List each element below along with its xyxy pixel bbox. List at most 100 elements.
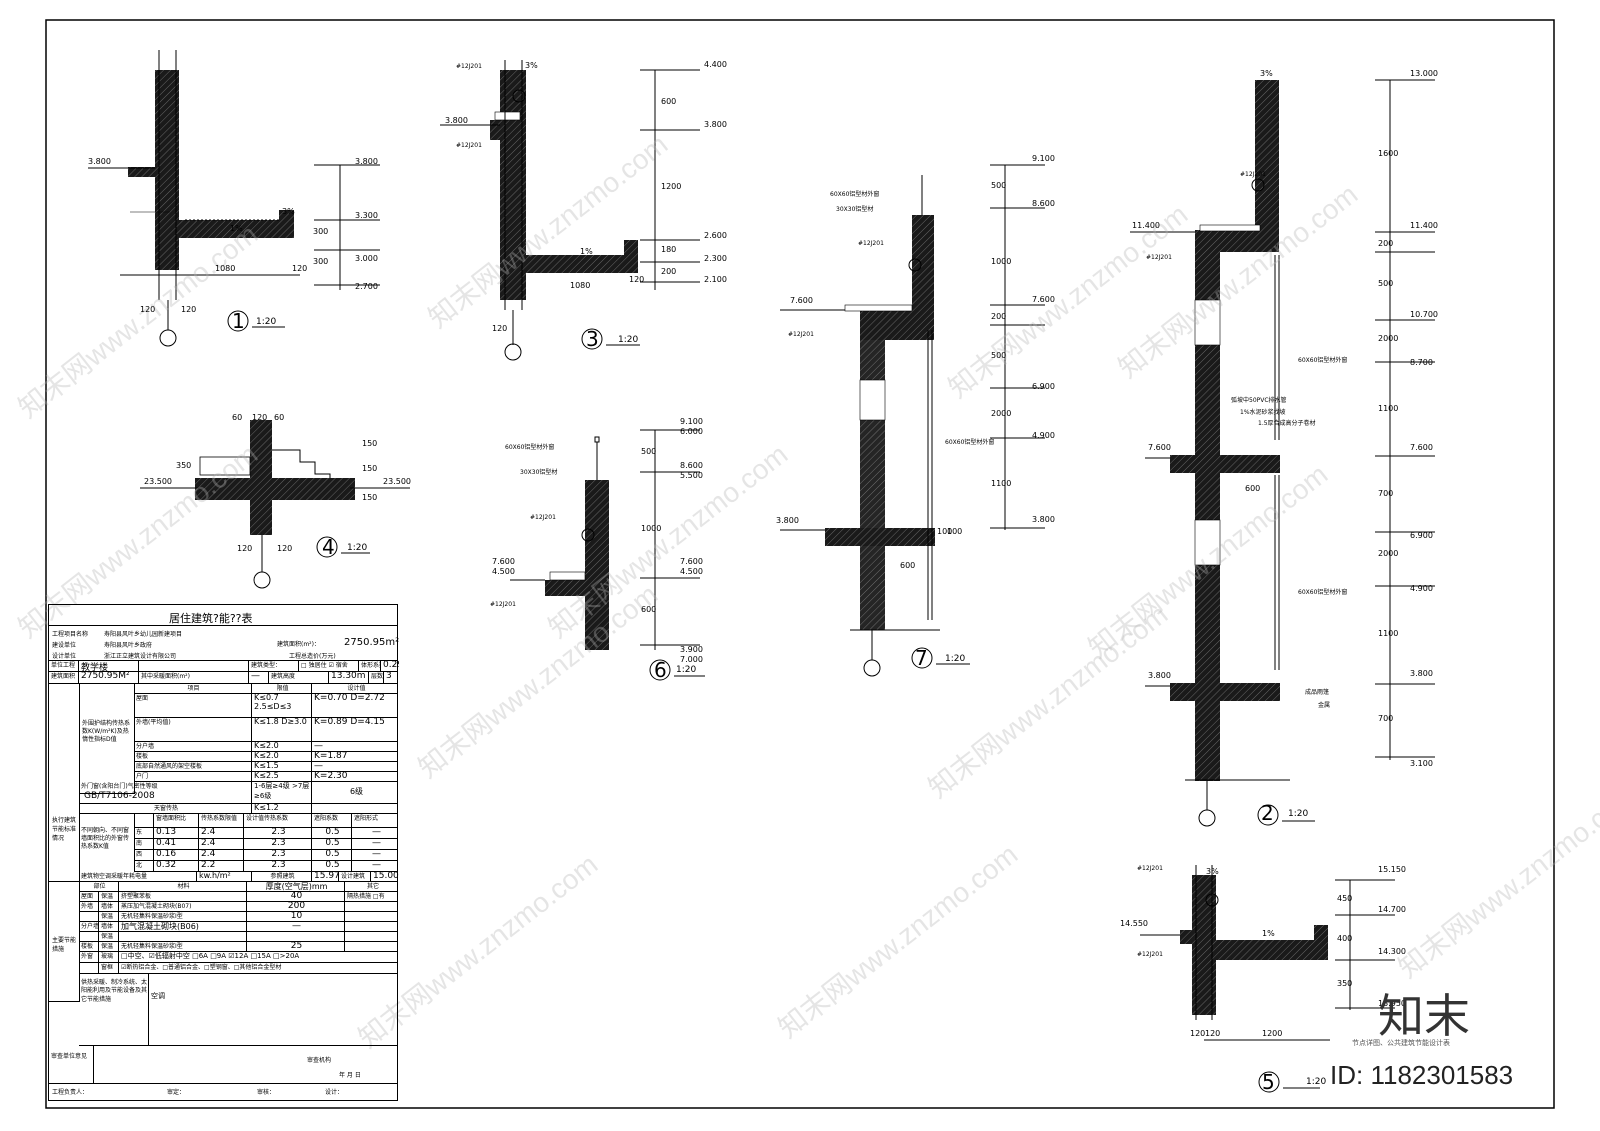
elev-label: 3.800 xyxy=(1032,515,1055,524)
dim-label: 500 xyxy=(991,181,1007,190)
ref-label: #12J201 xyxy=(1146,254,1172,261)
note-label: 1.5厚合成高分子卷材 xyxy=(1258,420,1316,427)
dim-label: 200 xyxy=(991,312,1007,321)
elev-label: 14.300 xyxy=(1378,947,1406,956)
exec-label: 执行建筑节能标准情况 xyxy=(52,817,77,842)
detail-4 xyxy=(140,420,410,589)
footer-owner: 工程负责人： xyxy=(52,1089,89,1096)
elev-label: 4.500 xyxy=(680,567,703,576)
row-design: K=0.70 D=2.72 xyxy=(314,693,385,703)
row-item: 户门 xyxy=(134,771,252,781)
heat-area-label: 其中采暖面积(m²) xyxy=(139,671,249,683)
col-design: 设计值 xyxy=(347,685,366,692)
energy-design-table: 居住建筑?能??表 工程项目名称 寿阳县风叶乡幼儿园新建项目 建设单位 寿阳县风… xyxy=(48,604,400,1101)
dim-label: 120 xyxy=(140,305,156,314)
meas-sub: 保温 xyxy=(99,911,119,921)
elev-label: 3.800 xyxy=(445,116,468,125)
note-label: 1%水泥砂浆找坡 xyxy=(1240,409,1286,416)
ref-label: #12J201 xyxy=(788,331,814,338)
orient-design: 2.3 xyxy=(244,827,312,838)
project-name: 寿阳县风叶乡幼儿园新建项目 xyxy=(104,631,183,638)
envelope-label: 外围护结构传热系数K(W/m²K)及热惰性指标D值 xyxy=(82,720,131,743)
design-val-label: 设计建筑 xyxy=(339,871,371,881)
building-unit: 寿阳县风叶乡政府 xyxy=(104,642,153,649)
orient-ratio: 0.41 xyxy=(154,838,199,849)
dim-label: 180 xyxy=(661,245,677,254)
meas-thick: 10 xyxy=(247,911,345,921)
dim-label: 350 xyxy=(1337,979,1353,988)
slope-label: 3% xyxy=(1260,69,1273,78)
orient-ratio: 0.16 xyxy=(154,849,199,860)
elev-label: 23.500 xyxy=(383,477,411,486)
orient-shade: — xyxy=(372,838,381,848)
dim-label: 300 xyxy=(313,257,329,266)
orient-sc: 0.5 xyxy=(312,860,352,871)
elev-label: 2.300 xyxy=(704,254,727,263)
meas-mat: □中空、☑低辐射中空 □6A □9A ☑12A □15A □>20A xyxy=(121,952,300,960)
row-item: 楼板 xyxy=(134,751,252,761)
orient-sc: 0.5 xyxy=(312,838,352,849)
ref-val: 15.97 xyxy=(314,871,339,881)
elev-label: 10.700 xyxy=(1410,310,1438,319)
orient-ratio: 0.32 xyxy=(154,860,199,871)
ac-unit: kw.h/m² xyxy=(197,871,252,881)
dim-label: 120 xyxy=(492,324,508,333)
dim-label: 120 xyxy=(1205,1029,1221,1038)
detail-5 xyxy=(1140,865,1395,1093)
dim-label: 120 xyxy=(181,305,197,314)
slope-label: 3% xyxy=(282,207,295,216)
elev-label: 3.300 xyxy=(355,211,378,220)
meas-header: 其它 xyxy=(366,883,379,890)
building-type-label: 建筑类型： xyxy=(249,660,299,671)
building-unit-label: 建设单位 xyxy=(52,642,77,649)
orient-header: 传热系数限值 xyxy=(199,813,244,827)
dim-label: 2000 xyxy=(1378,549,1399,558)
dim-label: 1080 xyxy=(570,281,591,290)
detail-1 xyxy=(88,50,380,347)
hvac-label: 供热采暖、制冷系统、太阳能利用及节能设备及其它节能措施 xyxy=(79,973,149,1045)
meas-thick xyxy=(247,931,345,941)
meas-mat xyxy=(119,931,247,941)
meas-mat: 加气混凝土砌块(B06) xyxy=(119,921,247,931)
dim-label: 1080 xyxy=(215,264,236,273)
orient-design: 2.3 xyxy=(244,860,312,871)
meas-mat: 挤塑聚苯板 xyxy=(119,891,247,901)
elev-label: 3.800 xyxy=(1148,671,1171,680)
dim-label: 150 xyxy=(362,493,378,502)
orient-header xyxy=(134,813,154,827)
elev-label: 7.600 xyxy=(492,557,515,566)
row-design: K=2.30 xyxy=(314,771,348,781)
dim-label: 200 xyxy=(661,267,677,276)
area-label: 建筑面积(m²)： xyxy=(277,641,320,648)
footer-design: 设计： xyxy=(325,1089,344,1096)
detail-5-number: 5 xyxy=(1262,1070,1275,1094)
meas-sub: 玻璃 xyxy=(99,951,119,962)
slope-label: 3% xyxy=(1206,867,1219,876)
note-label: 30X30铝型材 xyxy=(836,206,874,213)
detail-3 xyxy=(440,60,700,361)
detail-4-number: 4 xyxy=(322,535,335,559)
elev-label: 13.000 xyxy=(1410,69,1438,78)
dim-label: 700 xyxy=(1378,714,1394,723)
elev-label: 7.600 xyxy=(1410,443,1433,452)
elev-label: 4.900 xyxy=(1032,431,1055,440)
area-value: 2750.95m² xyxy=(344,637,400,648)
meas-mat: 无机轻集料保温砂浆Ⅰ型 xyxy=(119,941,247,951)
elev-label: 11.400 xyxy=(1410,221,1438,230)
airtight-design: 6级 xyxy=(349,787,364,796)
ac-label: 建筑物空调采暖年耗电量 xyxy=(79,871,197,881)
dim-label: 60 xyxy=(232,413,243,422)
row-item: 分户墙 xyxy=(134,741,252,751)
detail-1-scale: 1:20 xyxy=(256,317,277,327)
orient-sc: 0.5 xyxy=(312,827,352,838)
dim-label: 500 xyxy=(991,351,1007,360)
height-label: 建筑高度 xyxy=(269,671,329,683)
row-limit: K≤2.0 xyxy=(252,751,312,761)
floors-label: 层数 xyxy=(369,671,384,683)
elev-label: 13.950 xyxy=(1378,999,1406,1008)
skylight-limit: K≤1.2 xyxy=(252,803,312,813)
dim-label: 100 xyxy=(947,527,963,536)
dim-label: 600 xyxy=(661,97,677,106)
review-org: 审查机构 xyxy=(307,1057,332,1064)
row-limit: K≤2.0 xyxy=(252,741,312,751)
